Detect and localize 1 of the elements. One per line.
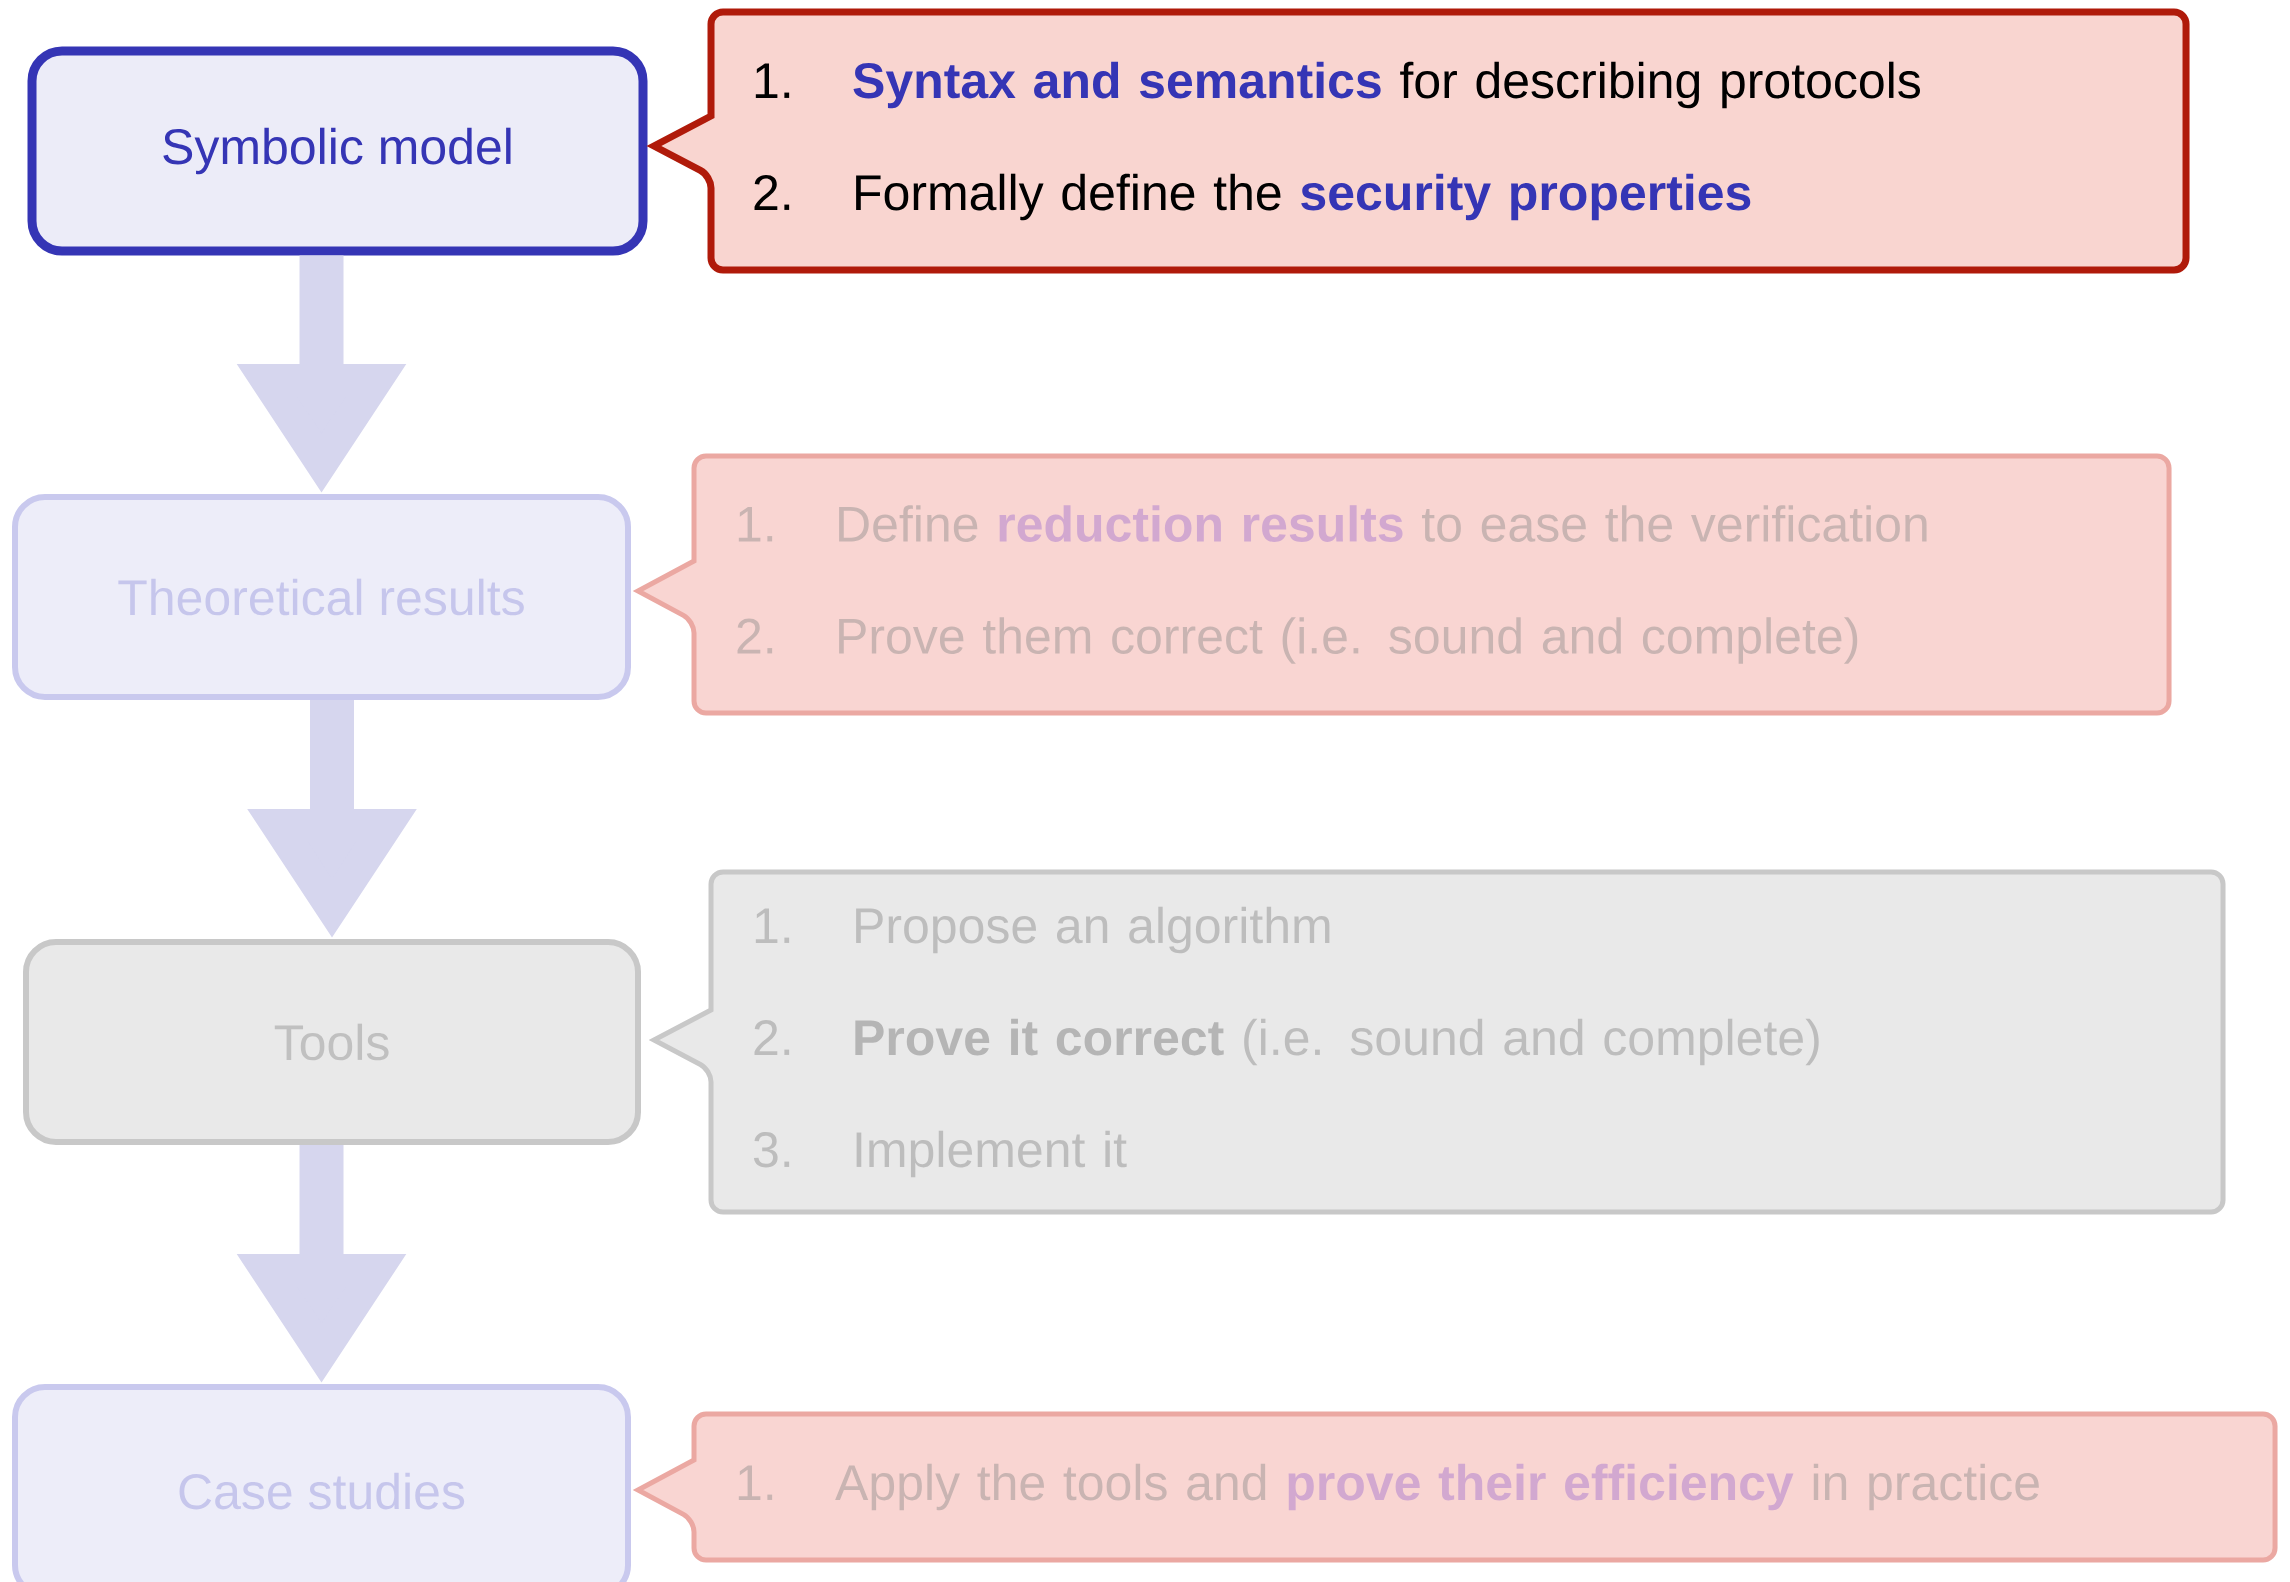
stage-box: Symbolic model: [27, 46, 648, 256]
